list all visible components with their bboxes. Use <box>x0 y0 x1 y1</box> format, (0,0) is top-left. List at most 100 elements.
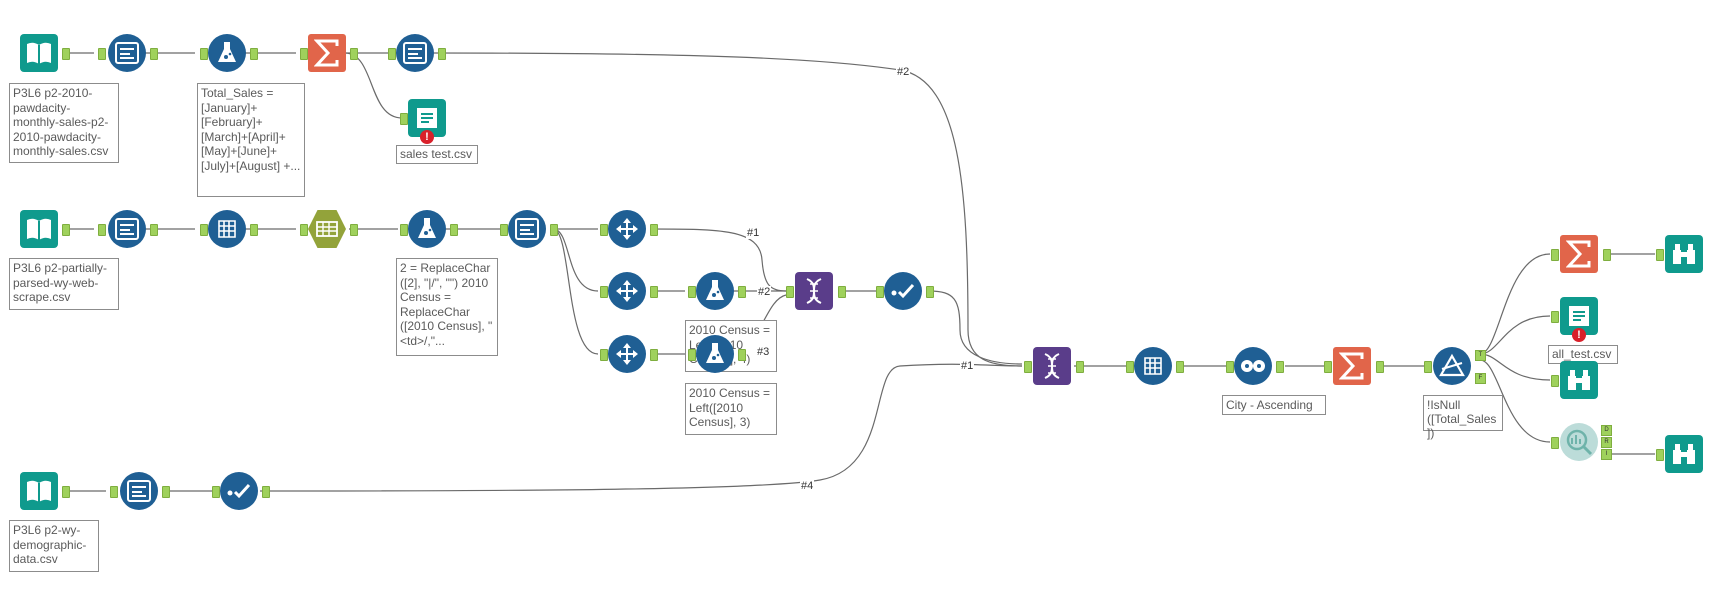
data-cleansing-tool[interactable] <box>1134 347 1172 385</box>
input-anchor[interactable] <box>98 48 106 60</box>
output-anchor[interactable] <box>1176 361 1184 373</box>
input-anchor[interactable] <box>600 349 608 361</box>
select-records-tool[interactable] <box>608 335 646 373</box>
browse-tool[interactable] <box>1560 361 1598 399</box>
output-anchor[interactable] <box>550 224 558 236</box>
input-anchor[interactable] <box>1226 361 1234 373</box>
input-anchor[interactable] <box>600 224 608 236</box>
input-anchor[interactable] <box>1424 361 1432 373</box>
output-anchor[interactable] <box>250 48 258 60</box>
output-anchor[interactable] <box>450 224 458 236</box>
output-anchor[interactable] <box>650 286 658 298</box>
binoculars-icon <box>1568 370 1590 390</box>
data-investigation-tool[interactable] <box>1560 423 1598 461</box>
select-tool[interactable] <box>108 34 146 72</box>
summarize-tool[interactable] <box>1560 235 1598 273</box>
input-anchor[interactable] <box>1551 375 1559 387</box>
filter-tool[interactable] <box>1433 347 1471 385</box>
union-tool[interactable] <box>220 472 258 510</box>
output-anchor[interactable] <box>1603 249 1611 261</box>
input-data-tool[interactable] <box>20 34 58 72</box>
magnifier-chart-icon <box>1566 429 1593 456</box>
output-anchor[interactable] <box>62 486 70 498</box>
select-records-tool[interactable] <box>608 272 646 310</box>
input-anchor[interactable] <box>300 224 308 236</box>
input-anchor[interactable] <box>98 224 106 236</box>
output-anchor[interactable] <box>438 48 446 60</box>
output-anchor[interactable] <box>1376 361 1384 373</box>
input-anchor[interactable] <box>400 224 408 236</box>
browse-i-anchor[interactable]: I <box>1601 449 1612 460</box>
output-data-tool[interactable] <box>1560 297 1598 335</box>
formula-tool[interactable] <box>696 272 734 310</box>
output-anchor[interactable] <box>350 224 358 236</box>
output-anchor[interactable] <box>926 286 934 298</box>
output-anchor[interactable] <box>738 349 746 361</box>
input-anchor[interactable] <box>1656 249 1664 261</box>
output-anchor[interactable] <box>250 224 258 236</box>
output-anchor[interactable] <box>1076 361 1084 373</box>
input-anchor[interactable] <box>500 224 508 236</box>
join-multiple-tool[interactable] <box>795 272 833 310</box>
input-anchor[interactable] <box>1551 437 1559 449</box>
output-anchor[interactable] <box>150 48 158 60</box>
input-anchor[interactable] <box>200 224 208 236</box>
sort-tool[interactable] <box>1234 347 1272 385</box>
join-multiple-tool[interactable] <box>1033 347 1071 385</box>
output-anchor[interactable] <box>62 224 70 236</box>
select-records-tool[interactable] <box>608 210 646 248</box>
input-anchor[interactable] <box>212 486 220 498</box>
input-anchor[interactable] <box>110 486 118 498</box>
input-data-tool[interactable] <box>20 210 58 248</box>
filter-false-anchor[interactable]: F <box>1475 373 1486 384</box>
input-anchor[interactable] <box>688 286 696 298</box>
select-icon <box>127 480 151 502</box>
output-anchor[interactable] <box>262 486 270 498</box>
select-tool[interactable] <box>108 210 146 248</box>
input-anchor[interactable] <box>200 48 208 60</box>
select-tool[interactable] <box>396 34 434 72</box>
input-anchor[interactable] <box>1551 311 1559 323</box>
input-data-tool[interactable] <box>20 472 58 510</box>
input-anchor[interactable] <box>1656 449 1664 461</box>
formula-tool[interactable] <box>408 210 446 248</box>
filter-true-anchor[interactable]: T <box>1475 350 1486 361</box>
input-anchor[interactable] <box>300 48 308 60</box>
move-arrows-icon <box>616 343 638 365</box>
input-anchor[interactable] <box>1024 361 1032 373</box>
text-to-columns-tool[interactable] <box>308 210 346 248</box>
output-anchor[interactable] <box>1276 361 1284 373</box>
input-anchor[interactable] <box>1551 249 1559 261</box>
browse-d-anchor[interactable]: D <box>1601 425 1612 436</box>
summarize-tool[interactable] <box>308 34 346 72</box>
output-anchor[interactable] <box>350 48 358 60</box>
output-anchor[interactable] <box>738 286 746 298</box>
input-anchor[interactable] <box>876 286 884 298</box>
browse-tool[interactable] <box>1665 435 1703 473</box>
input-anchor[interactable] <box>400 113 408 125</box>
summarize-tool[interactable] <box>1333 347 1371 385</box>
output-data-tool[interactable] <box>408 99 446 137</box>
formula-tool[interactable] <box>696 335 734 373</box>
select-tool[interactable] <box>508 210 546 248</box>
formula-tool[interactable] <box>208 34 246 72</box>
input-anchor[interactable] <box>1324 361 1332 373</box>
output-anchor[interactable] <box>150 224 158 236</box>
output-anchor[interactable] <box>62 48 70 60</box>
annotation-filter: !IsNull ([Total_Sales]) <box>1423 395 1503 440</box>
browse-r-anchor[interactable]: R <box>1601 437 1612 448</box>
output-anchor[interactable] <box>162 486 170 498</box>
input-anchor[interactable] <box>600 286 608 298</box>
union-tool[interactable] <box>884 272 922 310</box>
input-anchor[interactable] <box>688 349 696 361</box>
input-anchor[interactable] <box>1126 361 1134 373</box>
select-tool[interactable] <box>120 472 158 510</box>
browse-tool[interactable] <box>1665 235 1703 273</box>
input-anchor[interactable] <box>786 286 794 298</box>
output-anchor[interactable] <box>838 286 846 298</box>
data-cleansing-tool[interactable] <box>208 210 246 248</box>
output-anchor[interactable] <box>650 349 658 361</box>
input-anchor[interactable] <box>388 48 396 60</box>
output-anchor[interactable] <box>650 224 658 236</box>
